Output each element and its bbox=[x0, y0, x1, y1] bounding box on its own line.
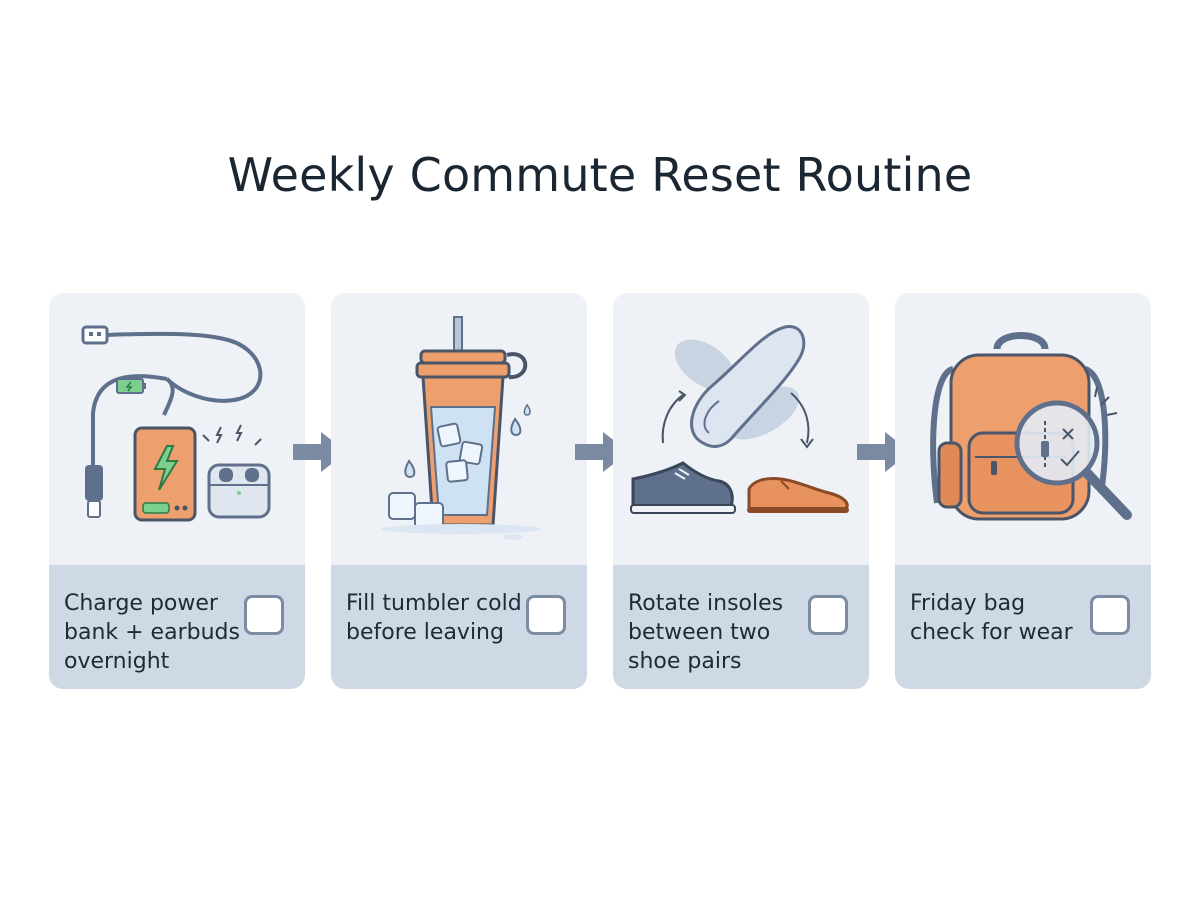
step-footer-2: Fill tumbler cold before leaving bbox=[331, 565, 587, 689]
power-bank-earbuds-icon bbox=[49, 293, 305, 565]
tumbler-ice-icon bbox=[331, 293, 587, 565]
step-checkbox-2[interactable] bbox=[526, 595, 566, 635]
page-title: Weekly Commute Reset Routine bbox=[227, 148, 973, 202]
step-checkbox-1[interactable] bbox=[244, 595, 284, 635]
step-footer-1: Charge power bank + earbuds overnight bbox=[49, 565, 305, 689]
step-footer-3: Rotate insoles between two shoe pairs bbox=[613, 565, 869, 689]
step-card-3: Rotate insoles between two shoe pairs bbox=[613, 293, 869, 689]
insole-shoes-icon bbox=[613, 293, 869, 565]
step-label: Rotate insoles between two shoe pairs bbox=[628, 591, 784, 674]
step-label: Charge power bank + earbuds overnight bbox=[64, 591, 240, 674]
step-card-1: Charge power bank + earbuds overnight bbox=[49, 293, 305, 689]
step-checkbox-4[interactable] bbox=[1090, 595, 1130, 635]
step-card-4: Friday bag check for wear bbox=[895, 293, 1151, 689]
step-label: Fill tumbler cold before leaving bbox=[346, 591, 522, 645]
step-card-2: Fill tumbler cold before leaving bbox=[331, 293, 587, 689]
step-footer-4: Friday bag check for wear bbox=[895, 565, 1151, 689]
backpack-magnifier-icon bbox=[895, 293, 1151, 565]
step-label: Friday bag check for wear bbox=[910, 591, 1073, 645]
step-checkbox-3[interactable] bbox=[808, 595, 848, 635]
